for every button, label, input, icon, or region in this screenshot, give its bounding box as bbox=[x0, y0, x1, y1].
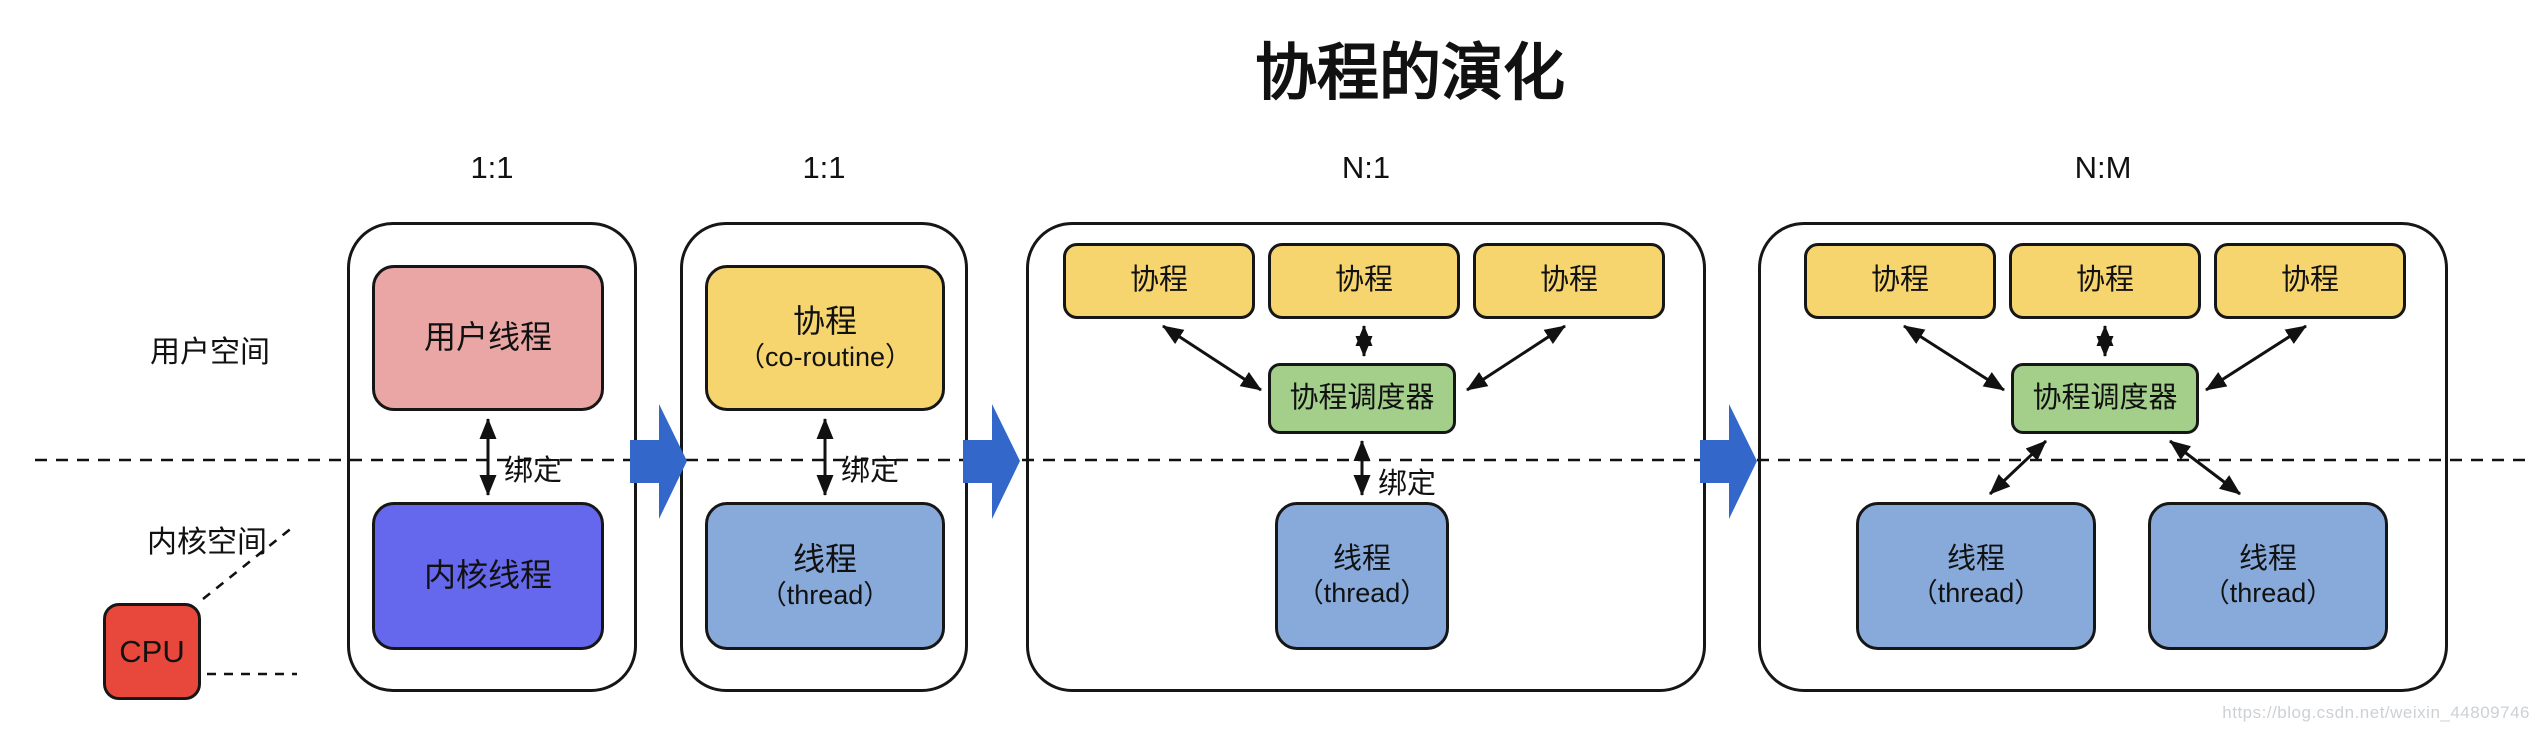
thread-label: 线程 bbox=[1332, 542, 1391, 575]
kernel-thread-box: 内核线程 bbox=[372, 502, 604, 650]
thread-label: 线程 bbox=[792, 541, 857, 578]
kernel-thread-label: 内核线程 bbox=[423, 557, 552, 594]
coroutine-label: 协程 bbox=[1870, 264, 1929, 297]
coroutine-label: 协程 bbox=[2280, 264, 2339, 297]
coroutine-box-2: 协程 bbox=[2009, 243, 2201, 319]
ratio-label-1: 1:1 bbox=[470, 150, 514, 185]
coroutine-box-1: 协程 bbox=[1804, 243, 1996, 319]
coroutine-scheduler-box: 协程调度器 bbox=[1268, 363, 1456, 434]
coroutine-scheduler-label: 协程调度器 bbox=[2032, 381, 2178, 414]
coroutine-box: 协程 （co-routine） bbox=[705, 265, 945, 411]
cpu-label: CPU bbox=[119, 633, 185, 669]
diagram-title: 协程的演化 bbox=[1254, 39, 1565, 108]
evolution-arrow-1 bbox=[630, 404, 687, 519]
ratio-label-3: N:1 bbox=[1341, 150, 1391, 185]
kernel-space-label: 内核空间 bbox=[147, 526, 267, 559]
evolution-arrow-2 bbox=[963, 404, 1020, 519]
coroutine-label: 协程 bbox=[2075, 264, 2134, 297]
thread-box-p2: 线程 （thread） bbox=[705, 502, 945, 650]
coroutine-label: 协程 bbox=[792, 303, 857, 340]
bind-label-2: 绑定 bbox=[841, 455, 900, 487]
thread-sublabel: （thread） bbox=[2202, 578, 2334, 609]
coroutine-box-3: 协程 bbox=[2214, 243, 2406, 319]
thread-box-right: 线程 （thread） bbox=[2148, 502, 2388, 650]
coroutine-sublabel: （co-routine） bbox=[737, 342, 913, 373]
thread-label: 线程 bbox=[1946, 542, 2005, 575]
user-space-label: 用户空间 bbox=[150, 336, 270, 369]
coroutine-label: 协程 bbox=[1334, 264, 1393, 297]
ratio-label-4: N:M bbox=[2074, 150, 2132, 185]
thread-box-left: 线程 （thread） bbox=[1856, 502, 2096, 650]
coroutine-label: 协程 bbox=[1129, 264, 1188, 297]
coroutine-scheduler-label: 协程调度器 bbox=[1289, 381, 1435, 414]
ratio-label-2: 1:1 bbox=[802, 150, 846, 185]
bind-label-1: 绑定 bbox=[504, 455, 563, 487]
coroutine-scheduler-box: 协程调度器 bbox=[2011, 363, 2199, 434]
coroutine-box-3: 协程 bbox=[1473, 243, 1665, 319]
user-thread-box: 用户线程 bbox=[372, 265, 604, 411]
watermark: https://blog.csdn.net/weixin_44809746 bbox=[2222, 703, 2530, 722]
coroutine-box-1: 协程 bbox=[1063, 243, 1255, 319]
evolution-arrow-3 bbox=[1700, 404, 1757, 519]
thread-sublabel: （thread） bbox=[1296, 578, 1428, 609]
cpu-box: CPU bbox=[103, 603, 201, 700]
thread-box-p3: 线程 （thread） bbox=[1275, 502, 1449, 650]
thread-sublabel: （thread） bbox=[1910, 578, 2042, 609]
user-thread-label: 用户线程 bbox=[423, 319, 552, 356]
coroutine-label: 协程 bbox=[1539, 264, 1598, 297]
bind-label-3: 绑定 bbox=[1378, 468, 1437, 500]
thread-label: 线程 bbox=[2238, 542, 2297, 575]
thread-sublabel: （thread） bbox=[759, 580, 891, 611]
coroutine-box-2: 协程 bbox=[1268, 243, 1460, 319]
